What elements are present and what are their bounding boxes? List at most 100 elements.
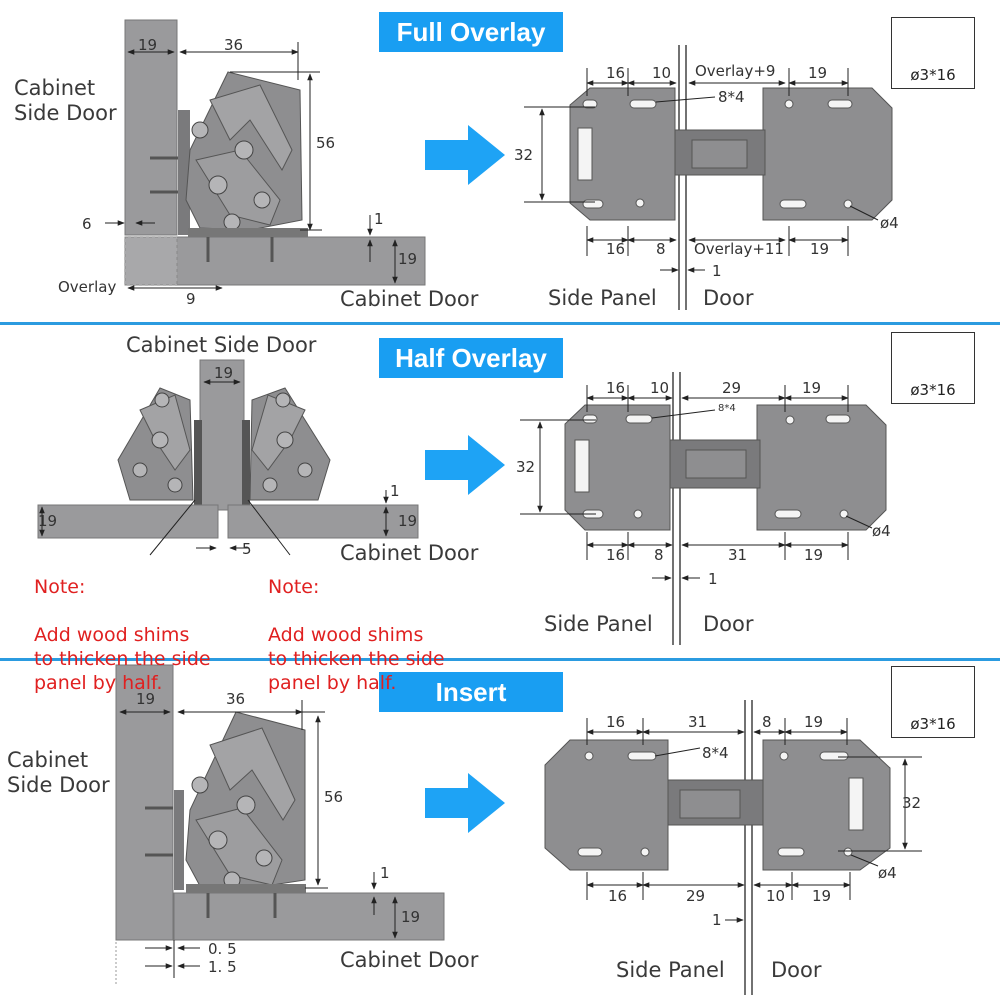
door-board-left	[37, 504, 219, 539]
dim-label: 1. 5	[208, 958, 237, 976]
dim-label: 32	[514, 146, 534, 164]
dim-label: 10	[766, 887, 786, 905]
section-separator	[0, 322, 1000, 325]
cabinet-side-door-label: Cabinet Side Door	[14, 76, 117, 125]
dim-label: Overlay+11	[694, 240, 784, 258]
dim-label: 29	[686, 887, 706, 905]
dim-label: 32	[516, 458, 536, 476]
side-panel-label: Side Panel	[548, 286, 657, 310]
cabinet-door-label: Cabinet Door	[340, 287, 479, 311]
insert-side-view	[115, 664, 445, 985]
door-board	[173, 892, 445, 941]
screw-spec: ø3*16	[910, 381, 956, 399]
section-title-half-overlay: Half Overlay	[379, 338, 563, 378]
dim-label: 36	[226, 690, 246, 708]
dim-label: 1	[374, 210, 384, 228]
dim-label: 19	[812, 887, 832, 905]
note-left: Note: Add wood shims to thicken the side…	[34, 551, 211, 719]
dim-label: 8*4	[718, 403, 736, 414]
dim-label: 19	[401, 908, 421, 926]
cabinet-door-label: Cabinet Door	[340, 541, 479, 565]
hinge-mechanism-right	[249, 387, 331, 501]
note-title: Note:	[268, 576, 320, 598]
plate-door	[756, 404, 887, 531]
note-right: Note: Add wood shims to thicken the side…	[268, 551, 445, 719]
dim-label: 16	[606, 240, 626, 258]
dim-label: 19	[804, 546, 824, 564]
dim-label: 5	[242, 540, 252, 558]
dim-label: 56	[324, 788, 344, 806]
dim-label: 19	[802, 379, 822, 397]
dim-label: 8*4	[718, 88, 745, 106]
dim-label: 31	[728, 546, 748, 564]
dim-label: 29	[722, 379, 742, 397]
hinge-mechanism-left	[117, 387, 194, 501]
dim-label: 16	[606, 64, 626, 82]
dim-label: 6	[82, 215, 92, 233]
dim-label: 19	[808, 64, 828, 82]
cabinet-door-label: Cabinet Door	[340, 948, 479, 972]
side-panel-label: Side Panel	[616, 958, 725, 982]
section-separator	[0, 658, 1000, 661]
arrow-right-icon	[425, 773, 505, 833]
dim-label: ø4	[880, 214, 899, 232]
full-overlay-front-view	[524, 45, 893, 310]
arrow-right-icon	[425, 435, 505, 495]
plate-side-panel	[569, 87, 676, 221]
cabinet-side-door-label: Cabinet Side Door	[126, 333, 317, 357]
dim-label: 8*4	[702, 744, 729, 762]
screw-spec-box: ø3*16	[891, 17, 975, 89]
dim-label: 19	[214, 364, 234, 382]
dim-label: 31	[688, 713, 708, 731]
dim-label: ø4	[872, 522, 891, 540]
dim-label: 19	[38, 512, 58, 530]
dim-label: 19	[810, 240, 830, 258]
half-overlay-front-view	[520, 372, 887, 645]
dim-label: 16	[606, 546, 626, 564]
insert-front-view	[544, 700, 922, 995]
dim-label: 56	[316, 134, 336, 152]
dim-label: 16	[606, 379, 626, 397]
side-panel-label: Side Panel	[544, 612, 653, 636]
dim-label: 19	[398, 250, 418, 268]
half-overlay-side-view	[37, 359, 419, 556]
hinge-mechanism	[150, 71, 308, 262]
dim-label: 8	[654, 546, 664, 564]
door-label: Door	[703, 286, 754, 310]
full-overlay-side-view	[105, 19, 426, 291]
door-board-right	[227, 504, 419, 539]
dim-label: 10	[652, 64, 672, 82]
arrow-right-icon	[425, 125, 505, 185]
note-body: Add wood shims to thicken the side panel…	[34, 624, 211, 694]
screw-spec: ø3*16	[910, 66, 956, 84]
dim-label: 1	[708, 570, 718, 588]
note-body: Add wood shims to thicken the side panel…	[268, 624, 445, 694]
dim-label: 19	[138, 36, 158, 54]
plate-side-panel	[564, 404, 671, 531]
dim-label: ø4	[878, 864, 897, 882]
dim-label: 1	[712, 262, 722, 280]
side-panel-board	[124, 19, 178, 236]
screw-spec-box: ø3*16	[891, 666, 975, 738]
dim-label: 9	[186, 290, 196, 308]
dim-label: 1	[390, 482, 400, 500]
door-label: Door	[703, 612, 754, 636]
dim-label: 0. 5	[208, 940, 237, 958]
plate-side-panel	[544, 739, 669, 871]
dim-label: 16	[606, 713, 626, 731]
plate-door	[762, 87, 893, 221]
dim-label: 32	[902, 794, 922, 812]
section-title-insert: Insert	[379, 672, 563, 712]
dim-label: Overlay+9	[695, 62, 776, 80]
door-label: Door	[771, 958, 822, 982]
overlay-label: Overlay	[58, 278, 117, 296]
plate-door	[762, 739, 891, 871]
dim-label: 1	[712, 911, 722, 929]
dim-label: 1	[380, 864, 390, 882]
section-title-full-overlay: Full Overlay	[379, 12, 563, 52]
dim-label: 19	[398, 512, 418, 530]
dim-label: 16	[608, 887, 628, 905]
dim-label: 19	[804, 713, 824, 731]
